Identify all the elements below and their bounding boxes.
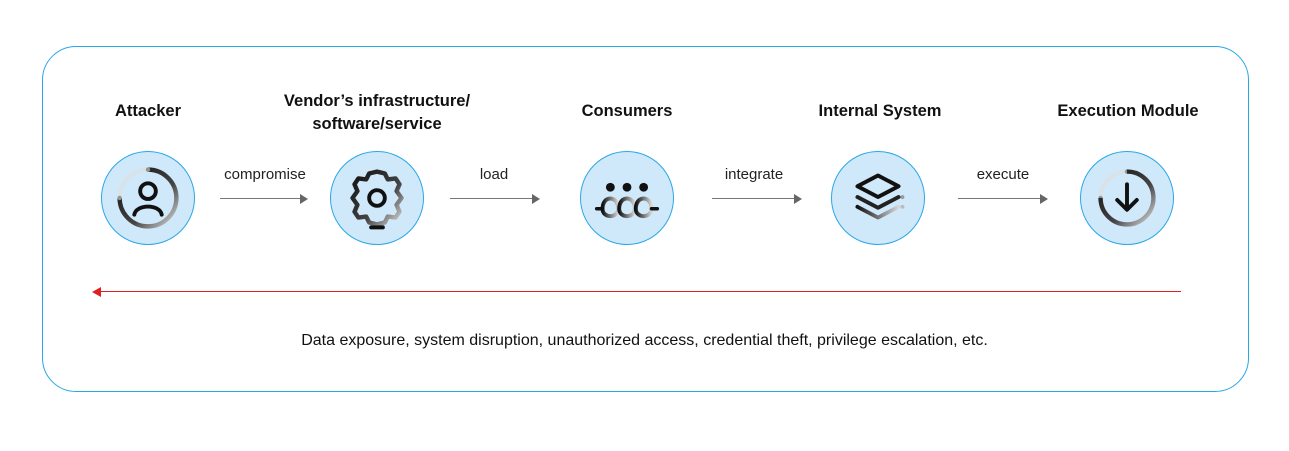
node-internal-system — [831, 151, 925, 245]
node-consumers — [580, 151, 674, 245]
layers-stack-icon — [855, 173, 905, 220]
node-execution-module — [1080, 151, 1174, 245]
node-title-attacker: Attacker — [114, 102, 182, 120]
edge-label-compromise: compromise — [224, 166, 306, 183]
node-title-internal-system: Internal System — [818, 102, 942, 120]
node-title-vendor: Vendor’s infrastructure/ software/servic… — [283, 92, 471, 133]
edge-arrow-integrate — [712, 193, 802, 205]
attacker-user-icon — [117, 167, 179, 229]
download-arrow-circle-icon — [1098, 169, 1156, 227]
node-vendor — [330, 151, 424, 245]
gear-icon — [350, 169, 404, 230]
impact-text: Data exposure, system disruption, unauth… — [301, 332, 988, 349]
diagram-frame — [42, 46, 1249, 392]
node-attacker — [101, 151, 195, 245]
edge-label-execute: execute — [976, 166, 1030, 183]
edge-arrow-execute — [958, 193, 1048, 205]
impact-return-arrow — [92, 286, 1181, 298]
edge-label-integrate: integrate — [724, 166, 784, 183]
edge-arrow-load — [450, 193, 540, 205]
edge-arrow-compromise — [220, 193, 308, 205]
edge-label-load: load — [479, 166, 509, 183]
node-title-execution-module: Execution Module — [1057, 102, 1199, 120]
people-group-icon — [594, 182, 660, 219]
node-title-consumers: Consumers — [581, 102, 673, 120]
